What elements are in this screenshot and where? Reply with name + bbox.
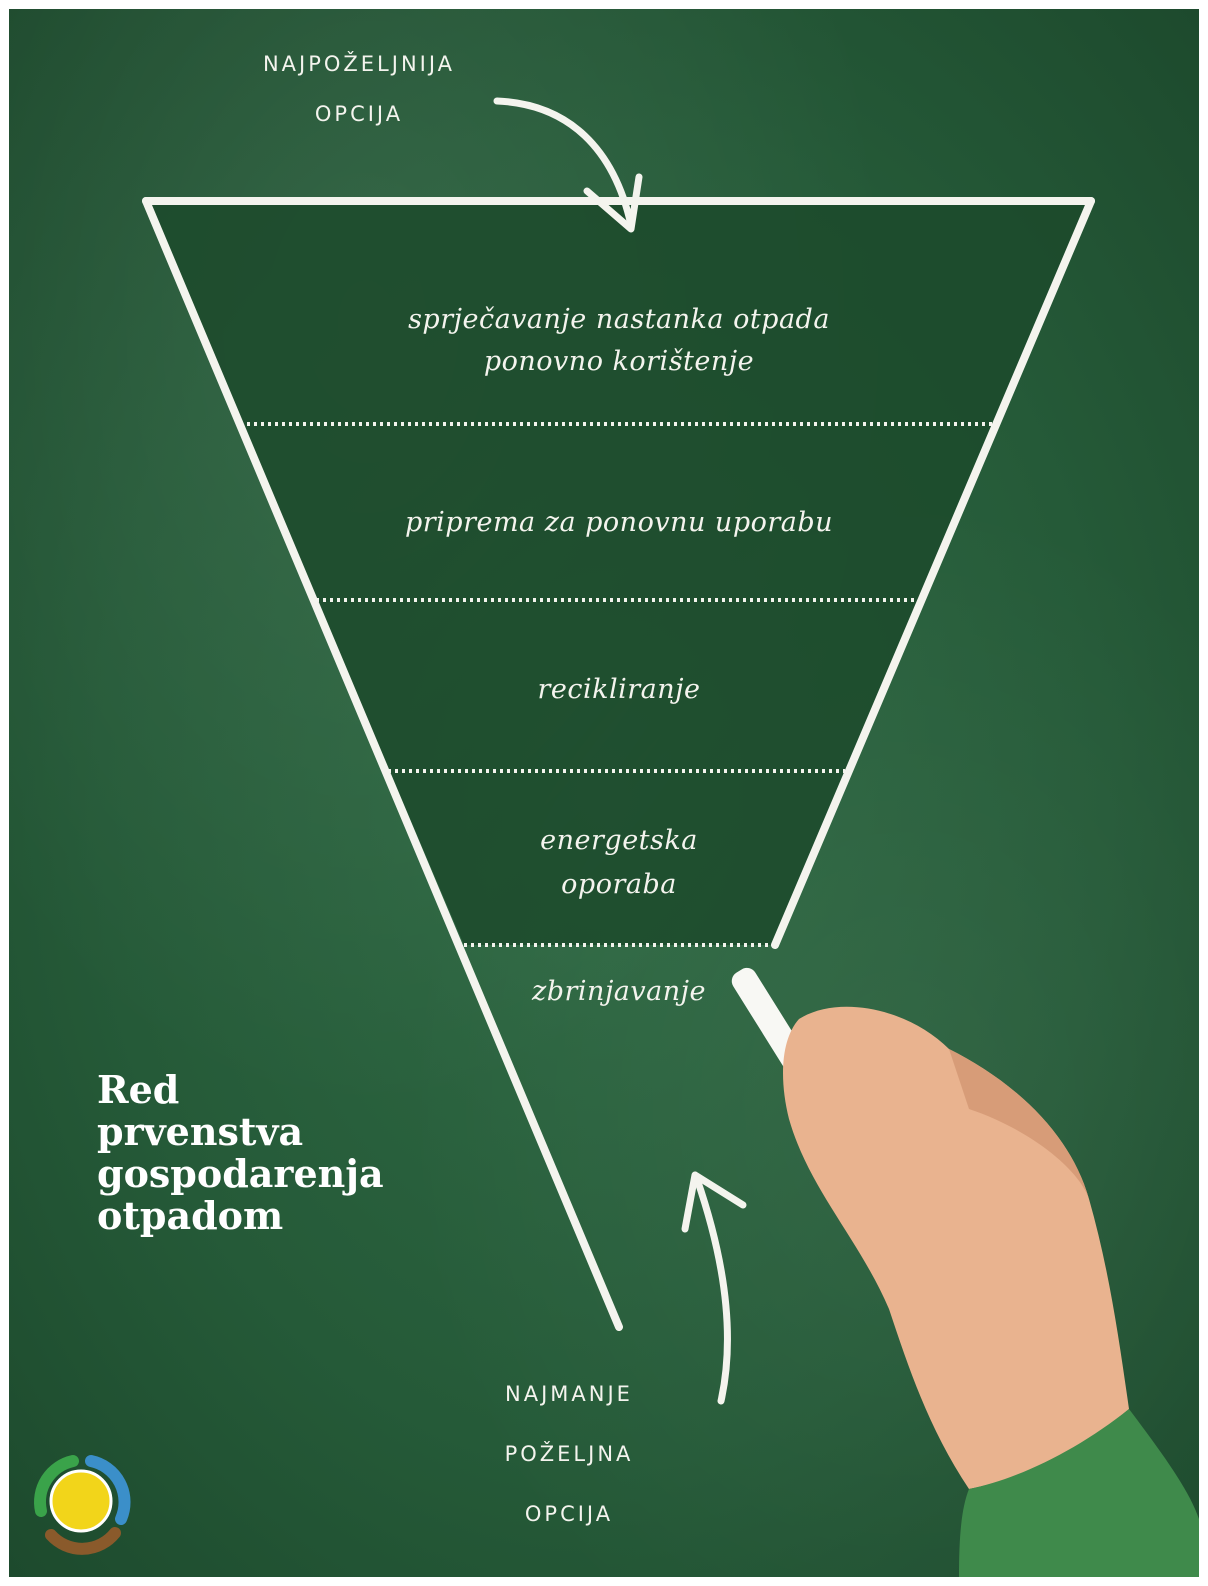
title-line4: otpadom (97, 1193, 284, 1238)
logo-green-arc (34, 1455, 79, 1517)
sleeve (959, 1409, 1199, 1577)
top-label-line1: NAJPOŽELJNIJA (262, 52, 456, 76)
level-5-line1: zbrinjavanje (532, 976, 706, 1007)
top-label: NAJPOŽELJNIJA OPCIJA (199, 39, 519, 139)
bottom-label-line3: OPCIJA (524, 1502, 614, 1526)
level-1: sprječavanje nastanka otpada ponovno kor… (319, 299, 919, 383)
title-line3: gospodarenja (97, 1151, 384, 1196)
hand-shade (949, 1049, 1089, 1199)
bottom-label-line1: NAJMANJE (505, 1382, 633, 1406)
level-4-line1: energetska (540, 825, 698, 856)
level-3-line1: recikliranje (537, 674, 701, 705)
level-3: recikliranje (419, 669, 819, 711)
level-2: priprema za ponovnu uporabu (319, 502, 919, 544)
title-line1: Red (97, 1067, 180, 1112)
level-1-line1: sprječavanje nastanka otpada (408, 304, 830, 335)
bottom-label-line2: POŽELJNA (504, 1442, 634, 1466)
bottom-arrow-head (681, 1171, 747, 1233)
level-4: energetska oporaba (469, 819, 769, 907)
hand-with-chalk-illustration (731, 967, 1199, 1577)
level-2-line1: priprema za ponovnu uporabu (404, 507, 834, 538)
funnel-fill (146, 201, 1091, 945)
top-arrow-head (583, 173, 643, 233)
top-arrow (493, 97, 635, 229)
funnel-right-edge (771, 197, 1095, 949)
logo-brown-arc (45, 1527, 121, 1555)
logo (34, 1455, 131, 1555)
funnel-left-edge (142, 197, 623, 1331)
bottom-label: NAJMANJE POŽELJNA OPCIJA (439, 1364, 699, 1544)
funnel-diagram (34, 97, 1199, 1577)
bottom-arrow (693, 1175, 731, 1405)
logo-sun (49, 1469, 113, 1533)
top-label-line2: OPCIJA (314, 102, 404, 126)
level-5: zbrinjavanje (469, 971, 769, 1013)
level-1-line2: ponovno korištenje (483, 346, 755, 377)
hand (783, 1006, 1129, 1489)
chalkboard: NAJPOŽELJNIJA OPCIJA sprječavanje nastan… (9, 9, 1199, 1577)
level-4-line2: oporaba (561, 869, 677, 900)
title-line2: prvenstva (97, 1109, 304, 1154)
diagram-title: Red prvenstva gospodarenja otpadom (97, 1069, 427, 1237)
logo-blue-arc (85, 1455, 131, 1525)
